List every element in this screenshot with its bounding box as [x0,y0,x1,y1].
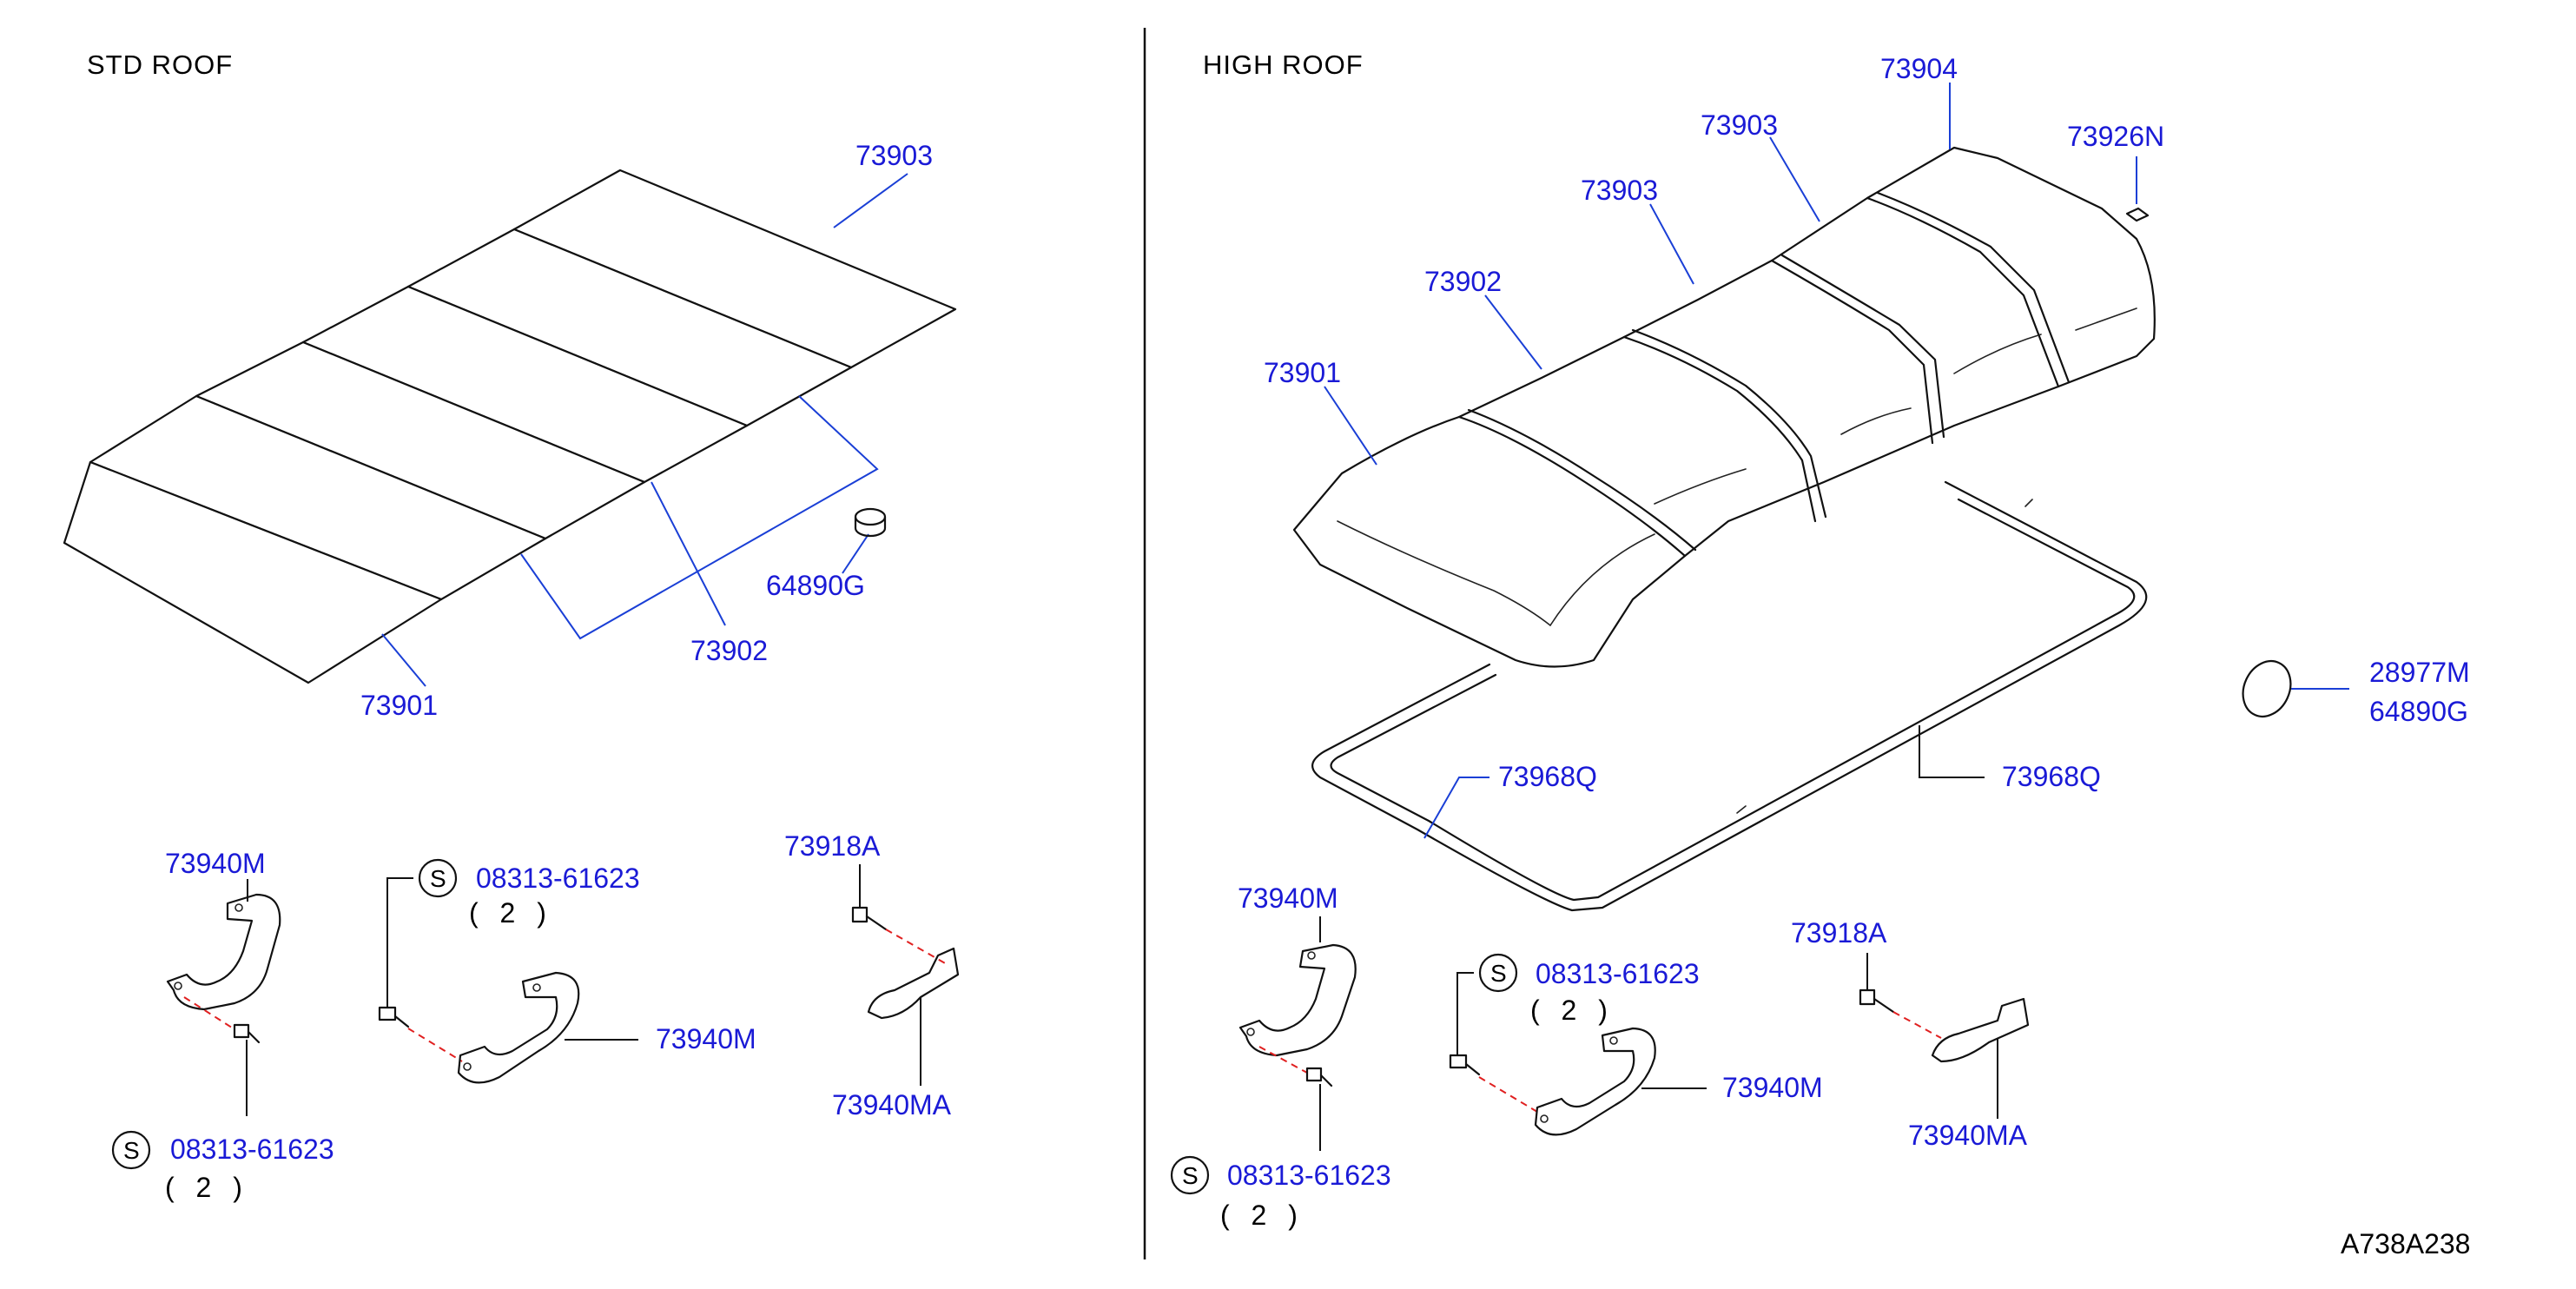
label-std-73940m-right: 73940M [656,1023,756,1054]
high-s-mark-mid: S [1490,960,1507,987]
std-fastener-line-right [885,929,948,965]
qty-std-bottom: ( 2 ) [165,1172,249,1203]
high-assist-grip-mid [1534,1027,1656,1136]
label-std-08313-bottom: 08313-61623 [170,1134,334,1165]
leader-high-73903-a [1769,136,1820,222]
label-high-28977m: 28977M [2369,657,2470,688]
label-high-08313-bottom: 08313-61623 [1227,1160,1391,1191]
label-std-73901: 73901 [360,690,438,721]
std-s-circle-mid [418,858,458,898]
label-std-73940ma: 73940MA [832,1089,952,1120]
std-s-circle-bottom [111,1130,151,1170]
label-high-73903-a: 73903 [1701,109,1778,141]
leader-high-08313-mid [1456,972,1474,1055]
leader-std-64890g [842,533,869,574]
std-s-mark-mid: S [430,865,446,892]
label-high-73968q-right: 73968Q [2002,761,2101,792]
std-fastener-line-mid [407,1028,463,1062]
std-plug-64890g [854,507,887,538]
high-fastener-line-left [1258,1046,1308,1074]
leader-std-73902-bracket [520,395,879,640]
high-screw-left [1305,1067,1333,1087]
high-roof-title: HIGH ROOF [1203,50,1364,80]
label-std-08313-mid: 08313-61623 [476,863,640,894]
label-high-73904: 73904 [1880,53,1958,84]
label-high-08313-mid: 08313-61623 [1536,958,1700,989]
label-high-73902: 73902 [1424,266,1502,297]
label-std-73940m-top: 73940M [165,848,266,879]
std-panel-73901-front [63,460,443,684]
label-high-73940m-right: 73940M [1722,1072,1823,1103]
std-screw-left [233,1023,261,1044]
std-fastener-line-left [183,996,235,1030]
label-high-73903-b: 73903 [1581,175,1658,206]
high-assist-grip-left [1238,943,1357,1057]
label-std-73918a: 73918A [784,830,881,862]
leader-std-73902 [651,481,726,626]
std-roof-headlining [63,169,957,684]
label-std-64890g: 64890G [766,570,865,601]
high-bracket-73940ma [1931,997,2030,1063]
high-roof-weatherstrip-73968q [1311,480,2148,912]
label-high-73940ma: 73940MA [1908,1120,2028,1151]
qty-high-mid: ( 2 ) [1530,995,1615,1026]
leader-high-73968q-right [1919,725,1985,778]
high-fastener-line-mid [1478,1076,1538,1113]
label-high-73940m-top: 73940M [1238,882,1338,914]
high-fastener-line-right [1892,1011,1942,1039]
leader-std-73901 [381,633,426,687]
high-s-mark-bottom: S [1182,1162,1199,1189]
label-std-73903: 73903 [855,140,933,171]
qty-std-mid: ( 2 ) [469,897,553,929]
std-assist-grip-left [166,893,281,1011]
leader-std-08313-mid [386,877,413,1008]
leader-std-73903 [833,173,908,228]
label-high-73968q-left: 73968Q [1498,761,1597,792]
qty-high-bottom: ( 2 ) [1220,1200,1305,1231]
label-std-73902: 73902 [690,635,768,666]
label-high-73901: 73901 [1264,357,1341,388]
leader-high-73968q-left [1423,777,1489,839]
high-s-circle-mid [1478,953,1518,993]
high-grommet-28977m [2242,660,2292,717]
std-s-mark-bottom: S [123,1137,140,1164]
leader-high-73902 [1484,294,1542,370]
high-clip-73926n [2125,207,2150,222]
label-high-64890g: 64890G [2369,696,2468,727]
std-clip-73918a [851,906,888,931]
drawing-code: A738A238 [2341,1228,2470,1259]
label-high-73918a: 73918A [1791,917,1887,949]
std-screw-mid [378,1006,410,1028]
std-bracket-73940ma [867,947,960,1020]
leader-high-73903-b [1649,203,1694,285]
std-assist-grip-mid [457,971,580,1084]
leader-high-73901 [1324,386,1377,466]
label-high-73926n: 73926N [2067,121,2164,152]
high-roof-headlining [1292,146,2156,668]
high-clip-73918a [1859,988,1895,1014]
high-screw-mid [1449,1054,1481,1076]
std-roof-title: STD ROOF [87,50,233,80]
high-s-circle-bottom [1170,1155,1210,1195]
